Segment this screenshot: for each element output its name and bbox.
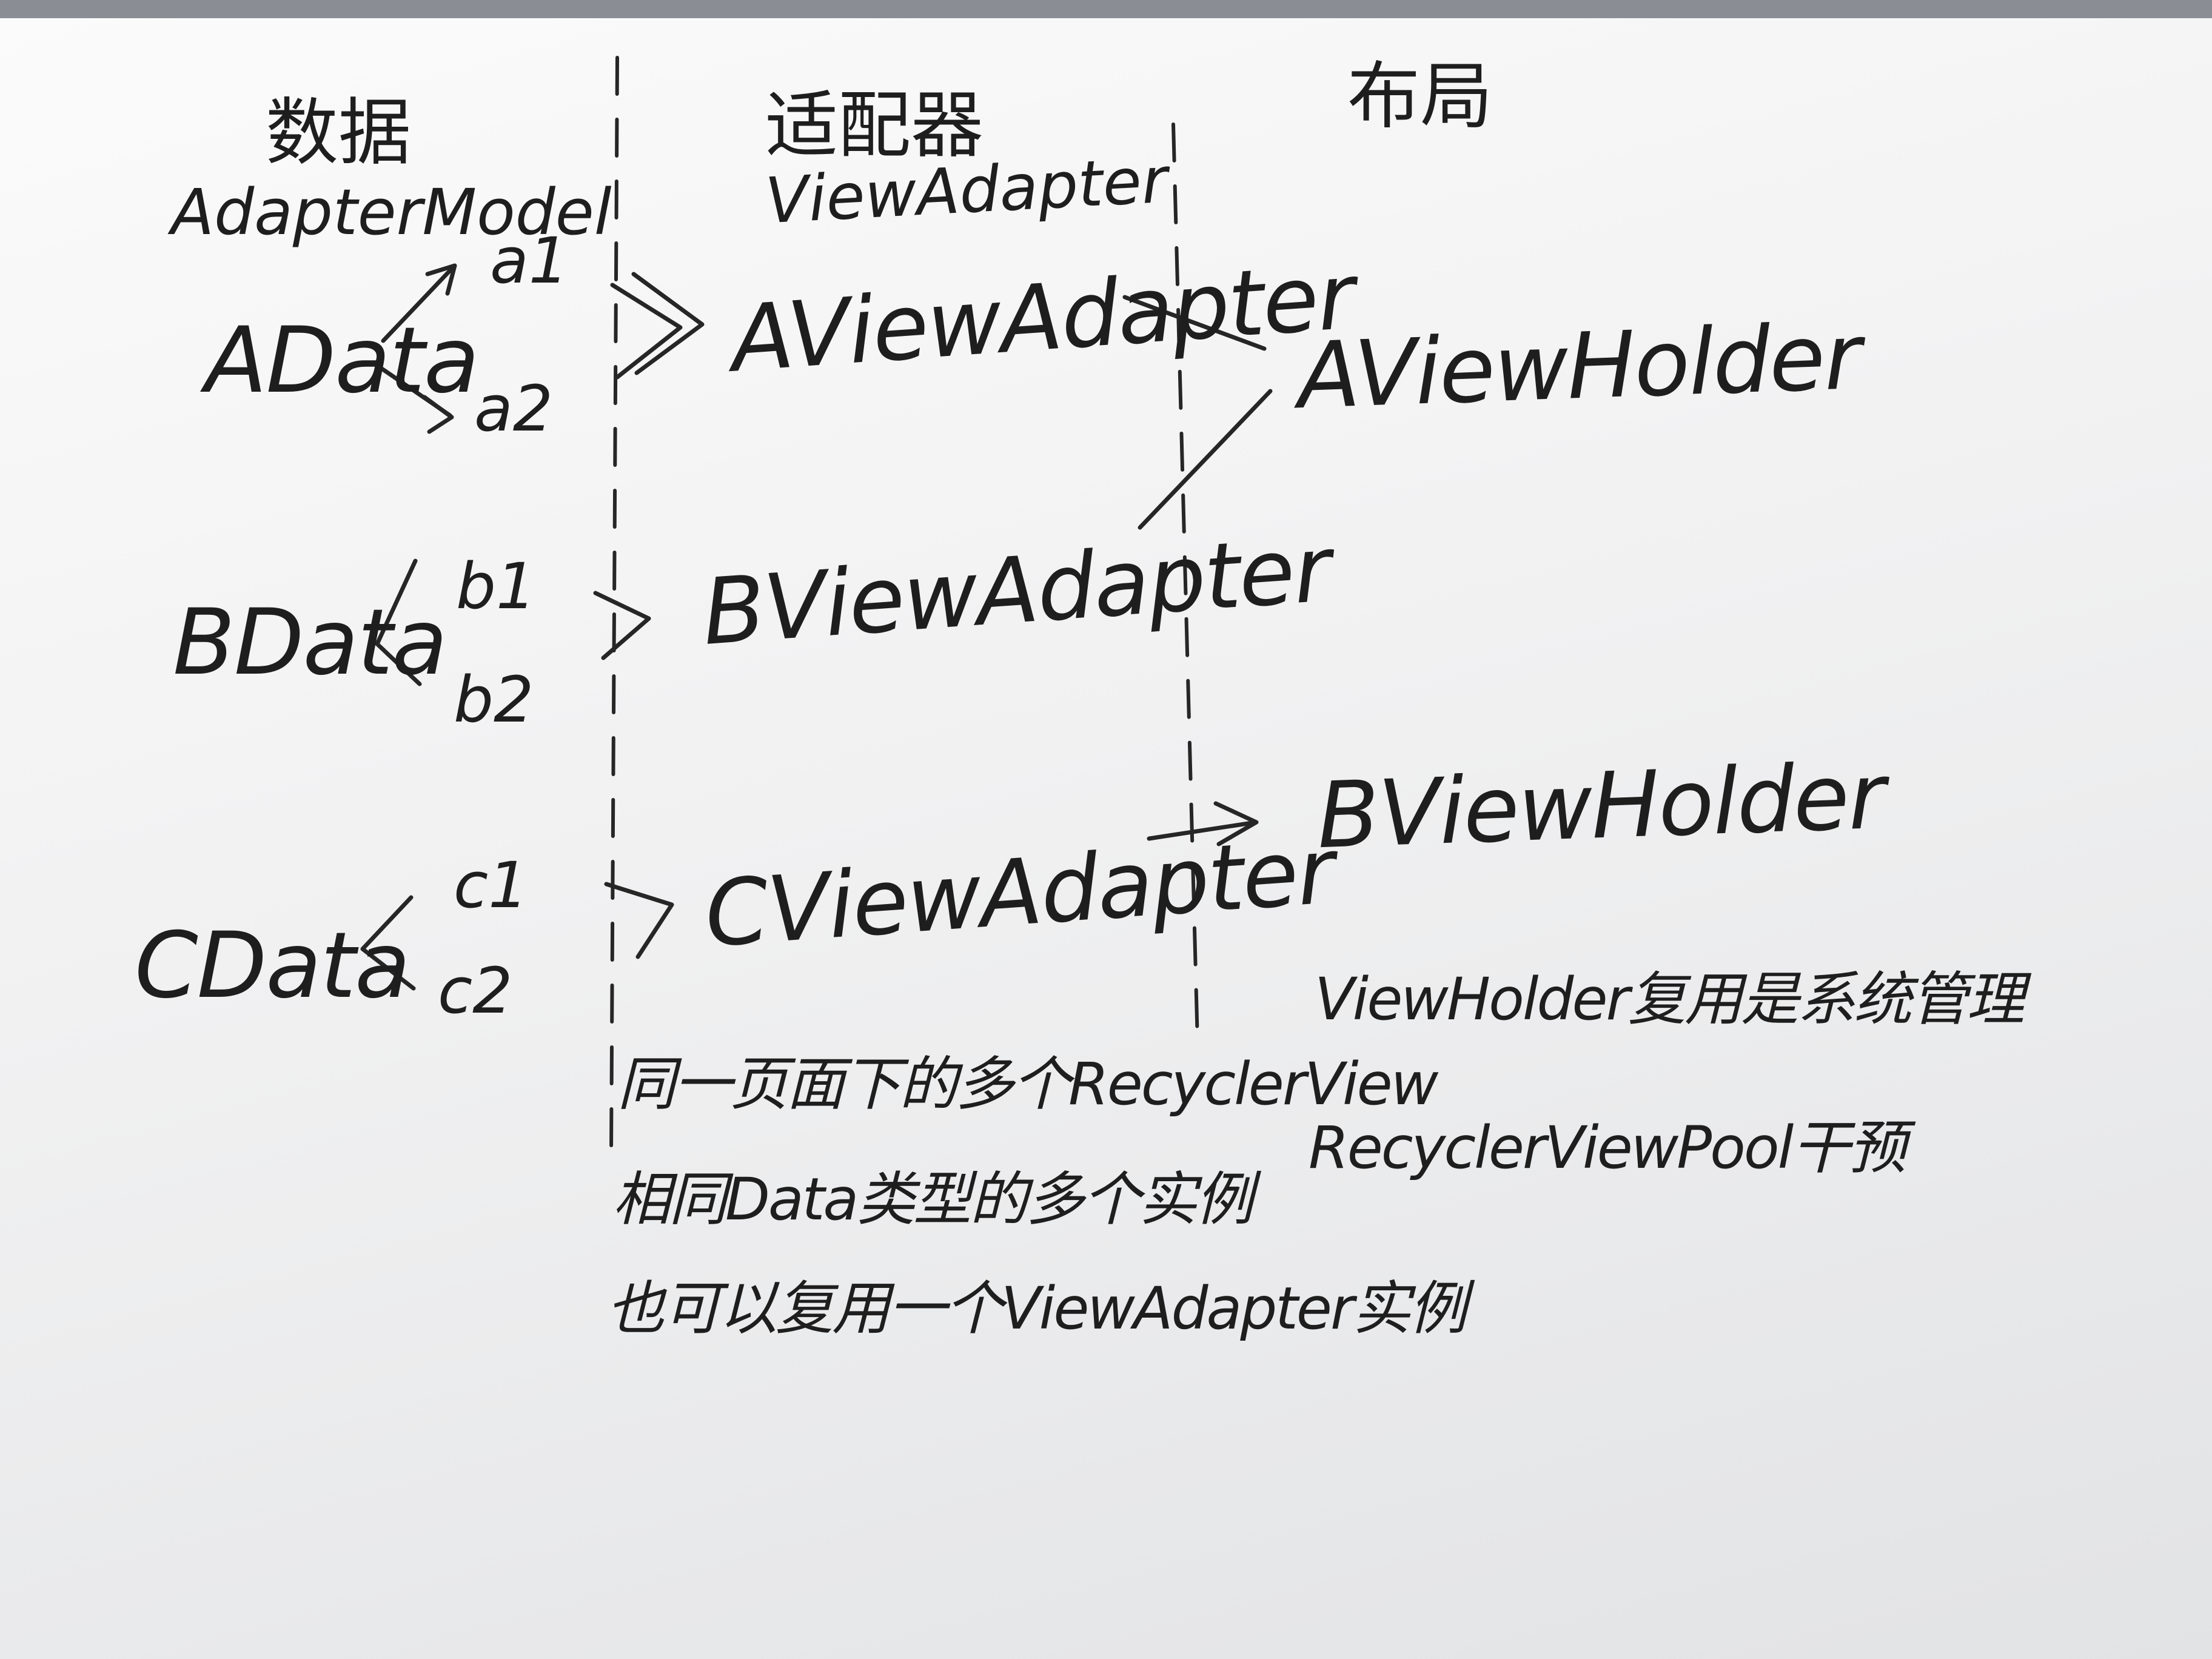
data-item-a2: a2 xyxy=(474,372,553,446)
header-data: 数据 xyxy=(266,91,411,175)
note-right-1: ViewHolder复用是系统管理 xyxy=(1315,965,2025,1033)
data-item-c2: c2 xyxy=(438,954,513,1028)
arrow-c-to-adapter xyxy=(604,882,674,959)
bracket-cdata xyxy=(360,895,416,991)
paper-sheet xyxy=(0,18,2212,1659)
note-left-2: 相同Data类型的多个实例 xyxy=(612,1165,1253,1233)
link-aadapter-aholder xyxy=(1122,295,1267,351)
link-badapter-aholder xyxy=(1138,389,1273,530)
arrowhead-a2 xyxy=(422,395,454,434)
holder-b: BViewHolder xyxy=(1315,743,1886,870)
note-left-1: 同一页面下的多个RecyclerView xyxy=(617,1050,1438,1118)
data-node-b: BData xyxy=(173,590,447,695)
arrow-a-to-adapter-1 xyxy=(610,283,683,380)
arrow-a-to-adapter-2 xyxy=(631,272,705,375)
holder-a: AViewHolder xyxy=(1296,304,1862,430)
data-item-a1: a1 xyxy=(490,224,569,298)
link-cadapter-bholder xyxy=(1147,820,1255,841)
data-item-c1: c1 xyxy=(454,848,529,922)
note-left-3: 也可以复用一个ViewAdapter实例 xyxy=(606,1275,1467,1342)
arrowhead-cadapter-bholder xyxy=(1213,801,1259,846)
header-adapter: 适配器 xyxy=(765,84,984,168)
data-node-a: AData xyxy=(205,308,480,414)
header-adapter-sub: ViewAdapter xyxy=(763,142,1170,238)
note-right-2: RecyclerViewPool干预 xyxy=(1309,1114,1906,1182)
data-item-b2: b2 xyxy=(454,663,534,737)
data-item-b1: b1 xyxy=(456,549,537,623)
arrowhead-a1 xyxy=(425,263,457,296)
bracket-bdata xyxy=(375,558,422,686)
data-node-c: CData xyxy=(135,913,411,1019)
fork-line-a1 xyxy=(381,264,456,343)
arrow-b-to-adapter xyxy=(593,591,651,660)
header-layout: 布局 xyxy=(1347,55,1493,139)
header-data-sub: AdapterModel xyxy=(171,175,612,249)
column-divider-right xyxy=(1171,122,1199,1045)
